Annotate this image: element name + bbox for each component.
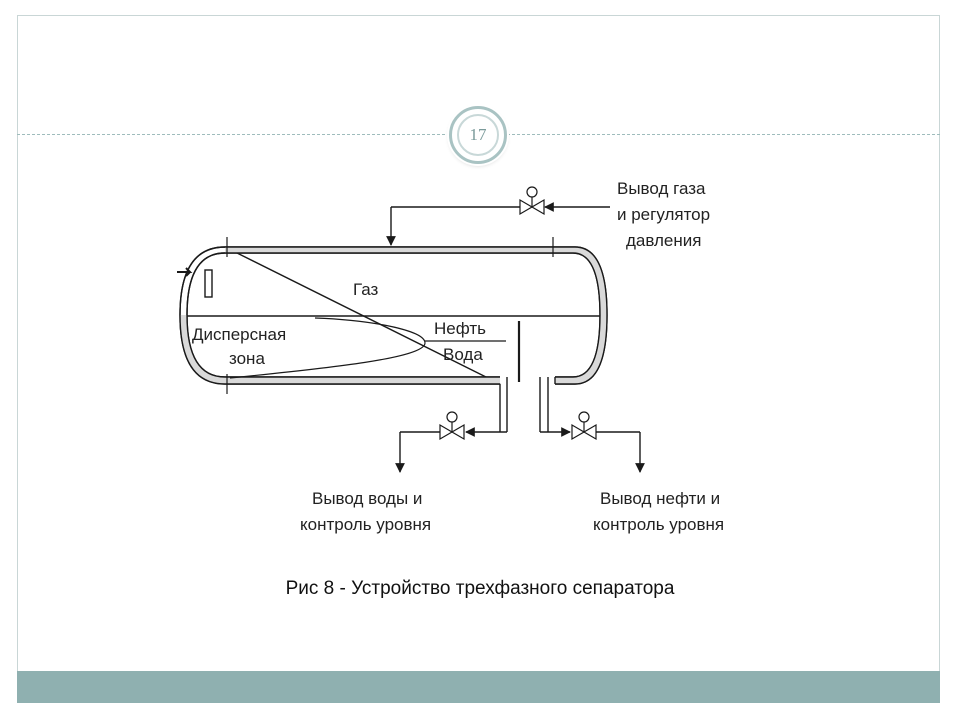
vessel-wall-shade-top [225,247,607,315]
oil-outlet-label-1: Вывод нефти и [600,489,720,508]
oil-outlet-line [539,377,645,473]
level-gauge [204,269,213,298]
footer-band [17,671,940,703]
figure-caption: Рис 8 - Устройство трехфазного сепаратор… [285,578,675,599]
oil-outlet-label-2: контроль уровня [593,515,724,534]
gas-valve-icon [519,186,545,216]
dispersed-zone-label-2: зона [229,349,265,368]
gas-outlet-label-3: давления [626,231,701,250]
page-number-badge: 17 [449,106,507,164]
gauge-pointer [177,267,193,277]
water-zone-label: Вода [443,345,483,364]
dispersed-zone-label-1: Дисперсная [192,325,286,344]
page-number: 17 [457,114,499,156]
vessel-seam-ticks [226,237,554,394]
dispersed-zone-curve [229,317,426,379]
oil-zone-label: Нефть [434,319,486,338]
gas-zone-label: Газ [353,280,379,299]
oil-valve-icon [571,411,597,441]
water-outlet-line [395,377,508,473]
gas-outlet-label-2: и регулятор [617,205,710,224]
water-outlet-label-2: контроль уровня [300,515,431,534]
water-valve-icon [439,411,465,441]
vessel-wall-shade-right-bottom [555,315,607,384]
gas-outlet-line [386,202,610,246]
gas-outlet-label-1: Вывод газа [617,179,706,198]
water-outlet-label-1: Вывод воды и [312,489,422,508]
